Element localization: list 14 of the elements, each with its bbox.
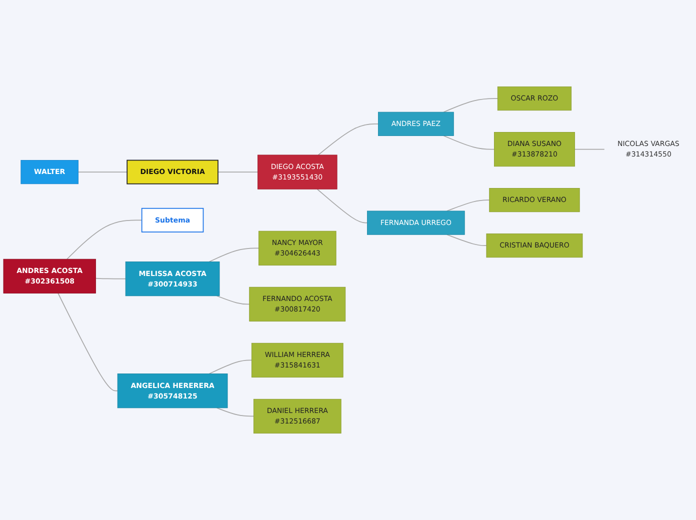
- connector: [446, 234, 487, 246]
- connector: [95, 278, 126, 280]
- connector: [574, 148, 605, 150]
- connector: [208, 360, 252, 374]
- connector: [66, 220, 142, 260]
- connector: [443, 98, 498, 113]
- connector: [316, 188, 368, 224]
- connector: [58, 292, 118, 392]
- connector: [446, 200, 490, 212]
- connector: [216, 407, 254, 417]
- connector: [208, 248, 260, 262]
- connector: [216, 295, 250, 305]
- connector: [318, 123, 379, 156]
- connector: [443, 135, 495, 150]
